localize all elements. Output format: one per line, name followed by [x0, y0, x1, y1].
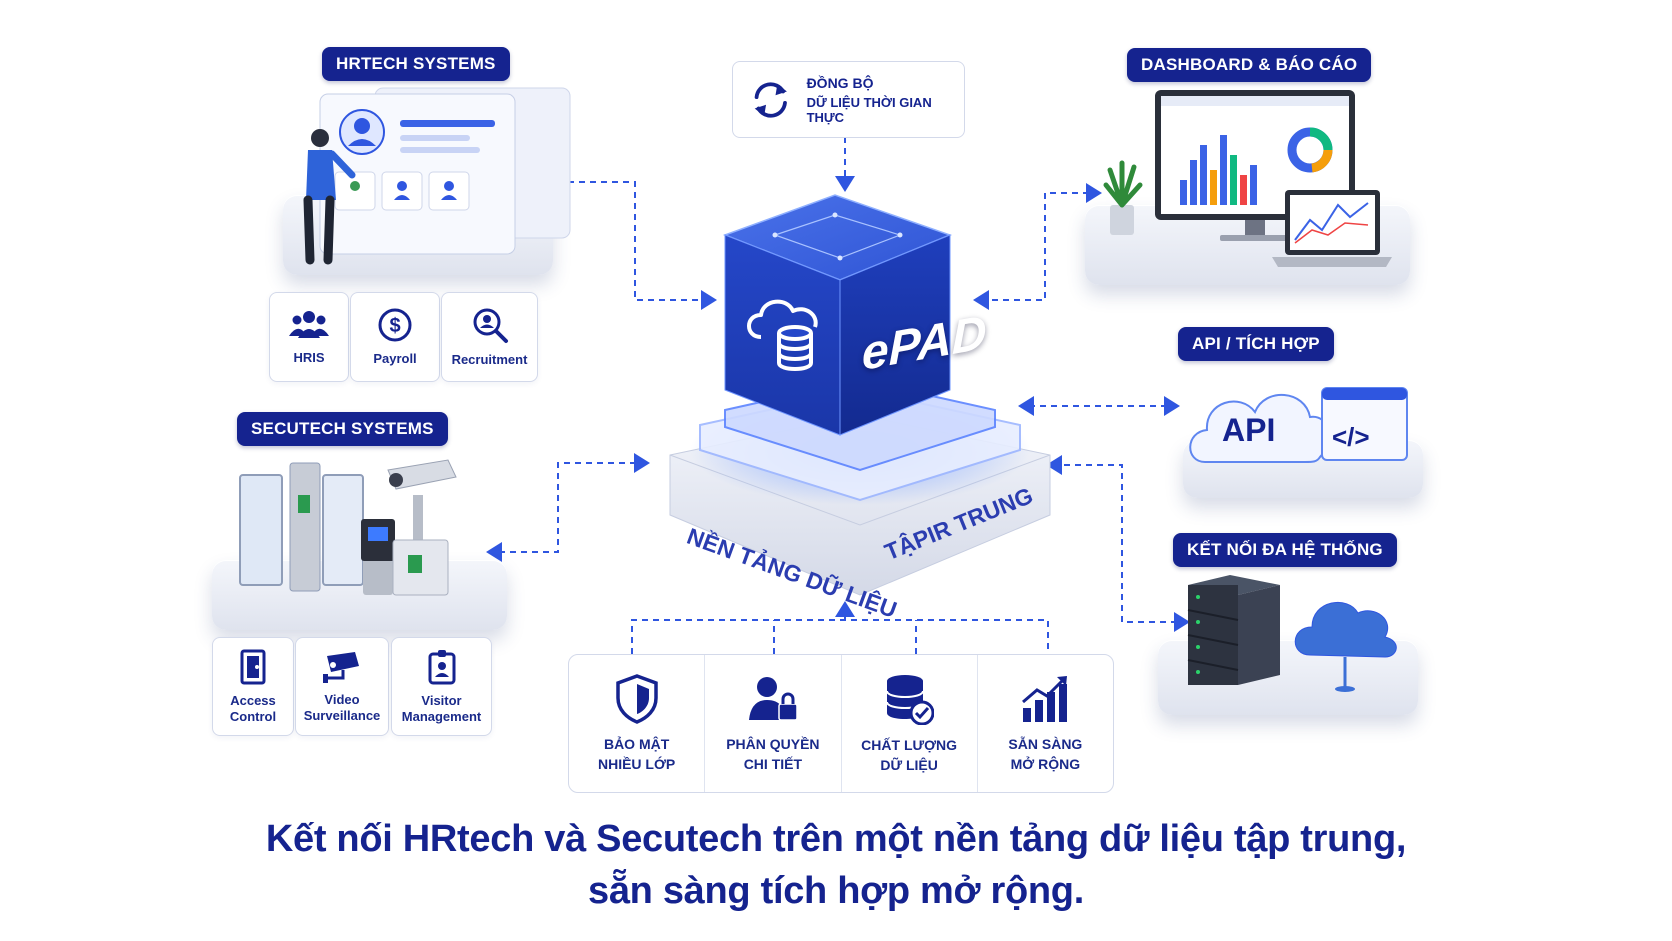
payroll-label: Payroll: [373, 351, 417, 366]
sync-title: ĐỒNG BỘ: [806, 74, 874, 91]
feature-security: BẢO MẬT NHIỀU LỚP: [569, 655, 706, 792]
caption-line-1: Kết nối HRtech và Secutech trên một nền …: [265, 818, 1407, 860]
feature-permissions-label: PHÂN QUYỀN CHI TIẾT: [726, 735, 820, 772]
hrtech-title: HRTECH SYSTEMS: [322, 47, 510, 81]
hrtech-illustration: [303, 87, 571, 265]
api-illustration: [1189, 387, 1408, 463]
epad-cube: [722, 194, 953, 436]
video-surveillance-card: Video Surveillance: [295, 637, 389, 736]
recruitment-card: Recruitment: [441, 292, 538, 382]
sync-icon: [754, 81, 787, 118]
connect-title: KẾT NỐI ĐA HỆ THỐNG: [1173, 533, 1397, 567]
features-panel: BẢO MẬT NHIỀU LỚP PHÂN QUYỀN CHI TIẾT CH…: [568, 654, 1114, 793]
feature-scalability-label: SẴN SÀNG MỞ RỘNG: [1008, 735, 1083, 772]
secutech-title: SECUTECH SYSTEMS: [237, 412, 448, 446]
access-control-card: Access Control: [212, 637, 294, 736]
video-surveillance-label: Video Surveillance: [303, 691, 381, 723]
feature-scalability: SẴN SÀNG MỞ RỘNG: [978, 655, 1113, 792]
access-control-label: Access Control: [229, 692, 277, 724]
sync-subtitle: DỮ LIỆU THỜI GIAN THỰC: [806, 94, 932, 125]
sync-box: ĐỒNG BỘ DỮ LIỆU THỜI GIAN THỰC: [732, 61, 965, 138]
door-icon: [240, 649, 266, 684]
feature-data-quality: CHẤT LƯỢNG DỮ LIỆU: [842, 655, 978, 792]
svg-text:$: $: [389, 315, 400, 337]
feature-security-label: BẢO MẬT NHIỀU LỚP: [597, 735, 676, 772]
dollar-icon: $: [378, 308, 412, 342]
hris-card: HRIS: [269, 292, 349, 382]
epad-platform: [669, 378, 1051, 596]
database-check-icon: [886, 674, 935, 725]
api-code-label: </>: [1332, 422, 1370, 452]
caption-line-2: sẵn sàng tích hợp mở rộng.: [588, 870, 1084, 912]
payroll-card: $ Payroll: [350, 292, 440, 382]
shield-icon: [615, 673, 658, 724]
feature-permissions: PHÂN QUYỀN CHI TIẾT: [705, 655, 842, 792]
search-user-icon: [473, 308, 508, 343]
badge-icon: [428, 649, 455, 684]
dashboard-illustration: [1103, 90, 1392, 267]
users-icon: [289, 311, 329, 338]
camera-icon: [323, 651, 359, 683]
visitor-management-label: Visitor Management: [401, 692, 482, 724]
recruitment-label: Recruitment: [451, 352, 528, 367]
visitor-management-card: Visitor Management: [391, 637, 492, 736]
user-lock-icon: [748, 676, 798, 721]
secutech-illustration: [239, 459, 457, 596]
api-cloud-label: API: [1222, 412, 1276, 448]
growth-chart-icon: [1022, 675, 1068, 722]
connect-illustration: [1187, 575, 1397, 692]
api-title: API / TÍCH HỢP: [1178, 327, 1334, 361]
feature-data-quality-label: CHẤT LƯỢNG DỮ LIỆU: [861, 736, 958, 773]
hris-label: HRIS: [293, 350, 325, 365]
dashboard-title: DASHBOARD & BÁO CÁO: [1127, 48, 1372, 82]
